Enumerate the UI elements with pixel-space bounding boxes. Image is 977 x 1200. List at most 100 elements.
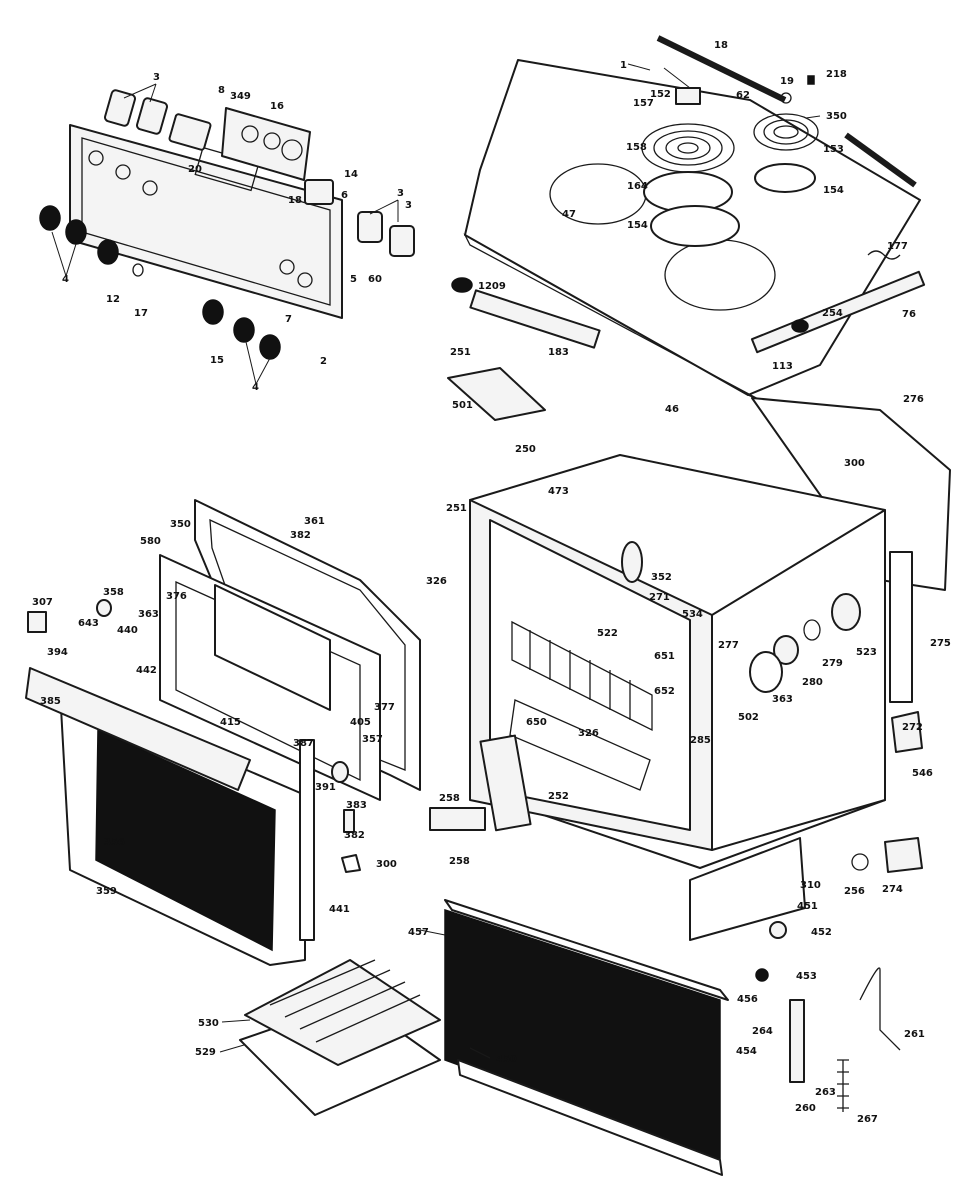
callout-label: 177 xyxy=(887,241,908,252)
callout-label: 256 xyxy=(844,886,865,897)
callout-label: 382 xyxy=(344,830,365,841)
spring-267 xyxy=(837,1059,849,1112)
callout-label: 277 xyxy=(718,640,739,651)
hinge-receiver-252 xyxy=(479,734,532,832)
callout-label: 440 xyxy=(117,625,138,636)
callout-label: 310 xyxy=(800,880,821,891)
callout-label: 47 xyxy=(562,209,576,220)
oven-rack-651 xyxy=(511,620,653,732)
callout-label: 363 xyxy=(138,609,159,620)
callout-label: 267 xyxy=(857,1114,878,1125)
roller-453 xyxy=(755,968,769,982)
light-lens-363 xyxy=(749,651,783,693)
light-bulb-279 xyxy=(803,619,821,641)
callout-label: 218 xyxy=(826,69,847,80)
callout-label: 300 xyxy=(376,859,397,870)
callout-label: 452 xyxy=(811,927,832,938)
callout-label: 14 xyxy=(344,169,358,180)
nut-300 xyxy=(341,854,361,873)
callout-label: 394 xyxy=(47,647,68,658)
indicator-17 xyxy=(132,263,144,277)
roller-452 xyxy=(769,921,787,939)
callout-label: 350 xyxy=(826,111,847,122)
callout-label: 4 xyxy=(252,382,259,393)
callout-label: 326 xyxy=(426,576,447,587)
callout-label: 254 xyxy=(822,308,843,319)
callout-label: 326 xyxy=(578,728,599,739)
callout-label: 457 xyxy=(408,927,429,938)
callout-label: 382 xyxy=(290,530,311,541)
hook-383 xyxy=(343,809,355,833)
callout-label: 16 xyxy=(270,101,284,112)
callout-label: 363 xyxy=(772,694,793,705)
callout-label: 473 xyxy=(548,486,569,497)
switch-14 xyxy=(304,179,334,205)
callout-label: 271 xyxy=(649,592,670,603)
callout-label: 523 xyxy=(856,647,877,658)
bracket-76 xyxy=(750,270,926,354)
callout-label: 251 xyxy=(446,503,467,514)
callout-label: 274 xyxy=(882,884,903,895)
side-panel-275 xyxy=(889,551,913,703)
broiler-insert-530 xyxy=(244,959,441,1066)
callout-label: 258 xyxy=(439,793,460,804)
callout-label: 263 xyxy=(815,1087,836,1098)
callout-label: 2 xyxy=(320,356,327,367)
callout-label: 502 xyxy=(738,712,759,723)
callout-label: 454 xyxy=(736,1046,757,1057)
callout-label: 300 xyxy=(844,458,865,469)
leader-lines xyxy=(51,63,821,1059)
sensor-352 xyxy=(621,541,643,583)
callout-label: 358 xyxy=(103,587,124,598)
callout-label: 8 xyxy=(218,85,225,96)
callout-label: 522 xyxy=(597,628,618,639)
callout-label: 453 xyxy=(796,971,817,982)
callout-label: 1209 xyxy=(478,281,506,292)
callout-label: 113 xyxy=(772,361,793,372)
callout-label: 62 xyxy=(736,90,750,101)
bracket-274 xyxy=(884,837,923,873)
callout-label: 3 xyxy=(405,200,412,211)
callout-label: 651 xyxy=(654,651,675,662)
window-glass-376 xyxy=(214,584,331,711)
callout-label: 652 xyxy=(654,686,675,697)
callout-label: 385 xyxy=(40,696,61,707)
callout-label: 534 xyxy=(682,609,703,620)
callout-labels: 1 3 3 8 349 16 20 18 14 6 3 4 12 17 15 4… xyxy=(32,40,951,1125)
callout-label: 261 xyxy=(904,1029,925,1040)
knob-12 xyxy=(97,239,119,265)
callout-label: 275 xyxy=(930,638,951,649)
callout-label: 442 xyxy=(136,665,157,676)
callout-label: 546 xyxy=(912,768,933,779)
callout-label: 19 xyxy=(780,76,794,87)
drawer-body-450 xyxy=(457,1059,723,1176)
callout-label: 20 xyxy=(188,164,202,175)
screw-218 xyxy=(807,75,815,85)
callout-label: 250 xyxy=(515,444,536,455)
door-handle-385 xyxy=(25,667,251,791)
callout-label: 441 xyxy=(329,904,350,915)
screw-358 xyxy=(96,599,112,617)
switch-523 xyxy=(831,593,861,631)
knob-pair-4-left xyxy=(39,205,87,245)
callout-label: 352 xyxy=(651,572,672,583)
callout-label: 15 xyxy=(210,355,224,366)
callout-label: 285 xyxy=(690,735,711,746)
terminal-block-152 xyxy=(675,87,701,105)
latch-307 xyxy=(27,611,47,633)
callout-label: 154 xyxy=(627,220,648,231)
fastener-254 xyxy=(791,319,809,333)
callout-label: 264 xyxy=(752,1026,773,1037)
callout-label: 276 xyxy=(903,394,924,405)
callout-label: 158 xyxy=(626,142,647,153)
trim-strip-18 xyxy=(656,35,787,103)
callout-label: 376 xyxy=(166,591,187,602)
callout-label: 12 xyxy=(106,294,120,305)
callout-label: 307 xyxy=(32,597,53,608)
trim-ring-158 xyxy=(650,205,740,247)
callout-label: 529 xyxy=(195,1047,216,1058)
callout-label: 391 xyxy=(315,782,336,793)
callout-label: 643 xyxy=(78,618,99,629)
callout-label: 405 xyxy=(350,717,371,728)
